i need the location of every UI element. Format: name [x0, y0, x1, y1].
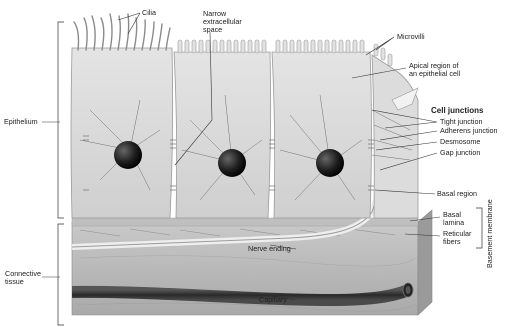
nerve-ending-label: Nerve ending	[248, 245, 291, 253]
capillary-label: Capillary	[259, 296, 287, 304]
microvilli-label: Microvilli	[397, 33, 425, 41]
adherens-junction-label: Adherens junction	[440, 127, 498, 135]
epithelial-layer	[71, 14, 418, 218]
narrow-extracellular-space-label-line3: space	[203, 26, 222, 34]
epithelial-cell	[71, 48, 173, 218]
connective-tissue-label-line2: tissue	[5, 278, 24, 286]
cilia-group	[74, 14, 170, 50]
epithelium-label: Epithelium	[4, 118, 38, 126]
cell-nucleus	[316, 149, 344, 177]
connective-tissue-bracket	[58, 224, 64, 325]
apical-region-label-line2: an epithelial cell	[409, 70, 460, 78]
reticular-fibers-label-line2: fibers	[443, 238, 461, 246]
tight-junction-label: Tight junction	[440, 118, 482, 126]
cell-nucleus	[218, 149, 246, 177]
basement-membrane-bracket	[476, 208, 482, 248]
cell-nucleus	[114, 141, 142, 169]
cell-junctions-heading: Cell junctions	[431, 107, 483, 115]
basal-lamina-label-line2: lamina	[443, 219, 464, 227]
basement-membrane-label: Basement membrane	[485, 199, 494, 268]
gap-junction-label: Gap junction	[440, 149, 480, 157]
cilia-label: Cilia	[142, 9, 156, 17]
basal-region-label: Basal region	[437, 190, 477, 198]
desmosome-label: Desmosome	[440, 138, 480, 146]
epithelial-cell	[174, 52, 271, 218]
epithelium-bracket	[58, 22, 64, 218]
epithelial-cell	[372, 55, 418, 218]
